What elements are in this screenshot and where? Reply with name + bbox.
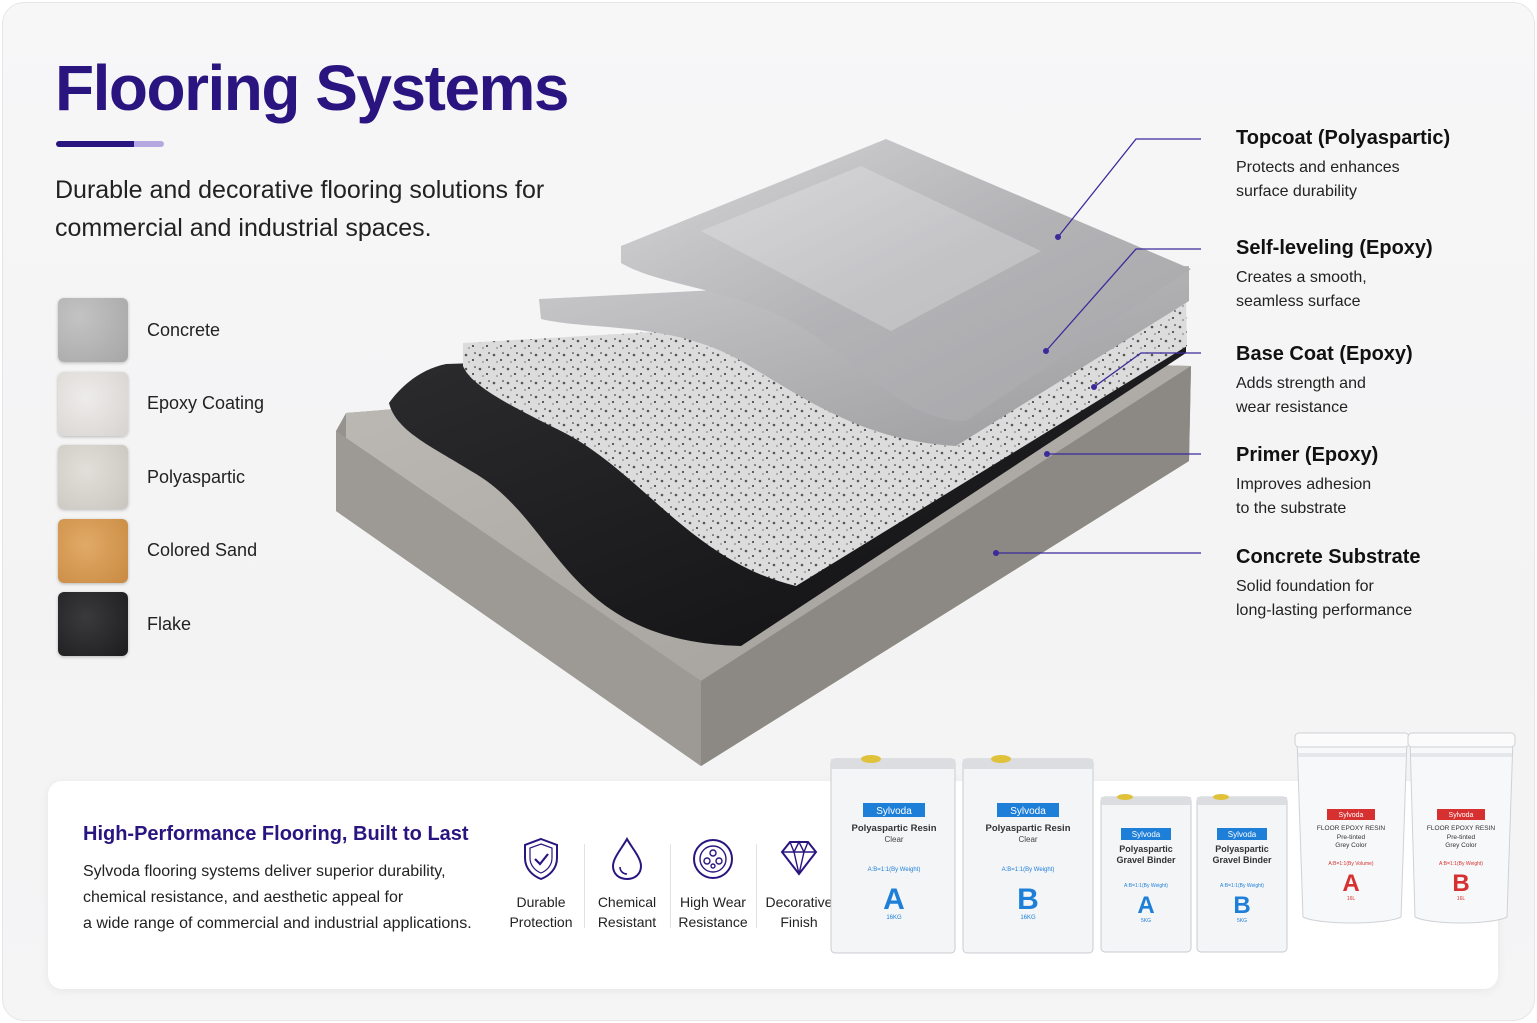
callout-self-leveling: Self-leveling (Epoxy) Creates a smooth, … xyxy=(1236,237,1526,314)
layer-name: Primer (Epoxy) xyxy=(1236,444,1379,466)
layer-name: Concrete Substrate xyxy=(1236,546,1421,568)
polyaspartic-swatch xyxy=(58,445,128,509)
diamond-icon xyxy=(780,840,818,876)
layer-description-2: long-lasting performance xyxy=(1236,602,1413,619)
product-name: Polyaspartic xyxy=(1119,844,1173,854)
product-name: Polyaspartic xyxy=(1215,844,1269,854)
product-part: A xyxy=(1342,870,1359,897)
wear-circle-icon xyxy=(693,839,733,879)
swatch-item-epoxy-coating: Epoxy Coating xyxy=(58,371,265,436)
callout-primer: Primer (Epoxy) Improves adhesion to the … xyxy=(1236,444,1526,521)
product-bucket-epoxy-b: Sylvoda FLOOR EPOXY RESIN Pre-tinted Gre… xyxy=(1407,732,1516,924)
layer-description-1: Adds strength and xyxy=(1236,375,1366,392)
product-brand: Sylvoda xyxy=(876,806,912,817)
product-tin-polyaspartic-a: Sylvoda Polyaspartic Resin Clear A:B=1:1… xyxy=(830,755,956,954)
product-ratio: A:B=1:1(By Weight) xyxy=(1439,861,1483,867)
product-brand: Sylvoda xyxy=(1339,812,1364,819)
product-ratio: A:B=1:1(By Weight) xyxy=(1124,883,1168,889)
product-weight: 5KG xyxy=(1141,918,1151,924)
drop-icon xyxy=(611,836,643,881)
product-part: A xyxy=(883,883,905,916)
product-part: A xyxy=(1137,892,1154,919)
product-tin-gravel-binder-b: Sylvoda Polyaspartic Gravel Binder A:B=1… xyxy=(1196,794,1288,953)
layer-description-2: wear resistance xyxy=(1236,399,1349,416)
product-name: Polyaspartic Resin xyxy=(851,823,936,834)
callout-concrete-substrate: Concrete Substrate Solid foundation for … xyxy=(1236,546,1526,623)
product-name: FLOOR EPOXY RESIN xyxy=(1317,825,1385,832)
callout-leader-lines xyxy=(996,138,1201,554)
layer-description-2: seamless surface xyxy=(1236,293,1361,310)
product-brand: Sylvoda xyxy=(1132,830,1161,839)
swatch-label: Epoxy Coating xyxy=(147,393,265,413)
product-weight: 16KG xyxy=(886,915,902,921)
product-weight: 16L xyxy=(1457,896,1466,902)
product-name: FLOOR EPOXY RESIN xyxy=(1427,825,1495,832)
product-variant: Gravel Binder xyxy=(1116,855,1176,865)
swatch-label: Polyaspartic xyxy=(147,466,246,487)
product-variant: Pre-tinted xyxy=(1337,834,1366,841)
product-brand: Sylvoda xyxy=(1449,812,1474,819)
product-part: B xyxy=(1017,883,1039,916)
layer-name: Base Coat (Epoxy) xyxy=(1236,343,1413,365)
product-ratio: A:B=1:1(By Weight) xyxy=(1002,867,1055,873)
floor-layer-diagram xyxy=(336,138,1201,766)
product-lineup: Sylvoda Polyaspartic Resin Clear A:B=1:1… xyxy=(830,732,1516,954)
layer-name: Topcoat (Polyaspartic) xyxy=(1236,127,1451,149)
product-color: Grey Color xyxy=(1445,842,1477,849)
panel-title: High-Performance Flooring, Built to Last xyxy=(83,823,469,845)
page-title: Flooring Systems xyxy=(55,52,570,124)
product-ratio: A:B=1:1(By Volume) xyxy=(1328,861,1373,867)
swatch-item-flake: Flake xyxy=(58,592,264,656)
product-ratio: A:B=1:1(By Weight) xyxy=(1220,883,1264,889)
product-part: B xyxy=(1233,892,1250,919)
title-underline xyxy=(56,141,164,147)
product-weight: 16KG xyxy=(1020,915,1036,921)
product-bucket-epoxy-a: Sylvoda FLOOR EPOXY RESIN Pre-tinted Gre… xyxy=(1294,732,1410,924)
swatch-label: Concrete xyxy=(147,319,221,340)
callout-base-coat: Base Coat (Epoxy) Adds strength and wear… xyxy=(1236,343,1526,420)
product-variant: Gravel Binder xyxy=(1212,855,1272,865)
panel-description: Sylvoda flooring systems deliver superio… xyxy=(83,863,472,932)
layer-description-1: Creates a smooth, xyxy=(1236,269,1367,286)
product-color: Grey Color xyxy=(1335,842,1367,849)
layer-description-1: Improves adhesion xyxy=(1236,476,1372,493)
product-brand: Sylvoda xyxy=(1228,830,1257,839)
material-swatch-list: Concrete Epoxy Coating Polyaspartic Colo… xyxy=(58,298,264,666)
concrete-swatch xyxy=(58,298,128,362)
product-name: Polyaspartic Resin xyxy=(985,823,1070,834)
layer-description-1: Solid foundation for xyxy=(1236,578,1374,595)
shield-check-icon xyxy=(524,837,558,881)
product-tin-polyaspartic-b: Sylvoda Polyaspartic Resin Clear A:B=1:1… xyxy=(962,755,1094,954)
swatch-item-colored-sand: Colored Sand xyxy=(58,518,264,583)
swatch-label: Colored Sand xyxy=(147,540,258,560)
product-tin-gravel-binder-a: Sylvoda Polyaspartic Gravel Binder A:B=1… xyxy=(1100,794,1192,953)
callout-topcoat: Topcoat (Polyaspartic) Protects and enha… xyxy=(1236,127,1526,204)
page-subtitle: Durable and decorative flooring solution… xyxy=(55,176,545,242)
product-part: B xyxy=(1452,870,1469,897)
flake-swatch xyxy=(58,592,128,656)
layer-description-1: Protects and enhances xyxy=(1236,159,1400,176)
layer-description-2: to the substrate xyxy=(1236,500,1347,517)
layer-name: Self-leveling (Epoxy) xyxy=(1236,237,1433,259)
product-variant: Clear xyxy=(884,835,903,844)
benefits-panel: High-Performance Flooring, Built to Last… xyxy=(48,781,1498,989)
product-variant: Clear xyxy=(1018,835,1037,844)
swatch-label: Flake xyxy=(147,613,192,634)
product-variant: Pre-tinted xyxy=(1447,834,1476,841)
layer-description-2: surface durability xyxy=(1236,183,1357,200)
colored-sand-swatch xyxy=(58,518,128,583)
swatch-item-concrete: Concrete xyxy=(58,298,264,362)
product-brand: Sylvoda xyxy=(1010,806,1046,817)
product-ratio: A:B=1:1(By Weight) xyxy=(868,867,921,873)
epoxy-coating-swatch xyxy=(58,371,128,436)
product-weight: 16L xyxy=(1347,896,1356,902)
product-weight: 5KG xyxy=(1237,918,1247,924)
swatch-item-polyaspartic: Polyaspartic xyxy=(58,445,264,509)
